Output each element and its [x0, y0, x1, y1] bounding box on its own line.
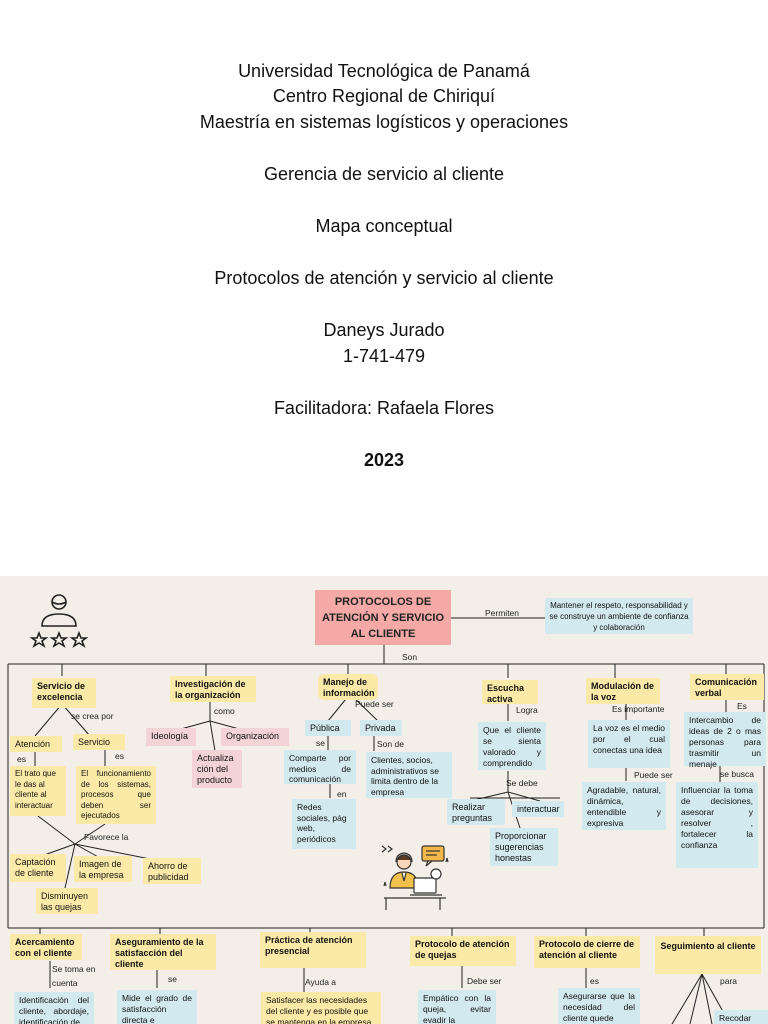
label-permiten: Permiten: [485, 608, 519, 618]
label-es-importante: Es importante: [612, 704, 664, 714]
label-logra: Logra: [516, 705, 538, 715]
atencion-description: El trato que le das al cliente al intera…: [10, 766, 66, 816]
node-recodar: Recodar: [714, 1010, 768, 1024]
node-redes-sociales: Redes sociales, pág web, periódicos: [292, 799, 356, 849]
label-debe-ser: Debe ser: [467, 976, 502, 986]
node-empatico-queja: Empático con la queja, evitar evadir la: [418, 990, 496, 1024]
node-manejo-informacion: Manejo de información: [318, 674, 378, 700]
node-actualizacion-producto: Actualiza ción del producto: [192, 750, 242, 788]
node-atencion-quejas: Protocolo de atención de quejas: [410, 936, 516, 966]
author-name: Daneys Jurado: [0, 319, 768, 341]
label-se-aseguramiento: se: [168, 974, 177, 984]
node-servicio: Servicio: [73, 734, 125, 750]
node-ideologia: Ideología: [146, 728, 196, 746]
label-se-toma-en-cuenta: Se toma en cuenta: [52, 962, 102, 990]
node-cualidades-voz: Agradable, natural, dinámica, entendible…: [582, 782, 666, 830]
label-puede-ser: Puede ser: [355, 699, 394, 709]
node-atencion: Atención: [10, 736, 62, 752]
node-practica-presencial: Práctica de atención presencial: [260, 932, 366, 968]
concept-map: PROTOCOLOS DE ATENCIÓN Y SERVICIO AL CLI…: [0, 576, 768, 1024]
label-puede-ser-modulacion: Puede ser: [634, 770, 673, 780]
node-realizar-preguntas: Realizar preguntas: [447, 799, 505, 825]
node-modulacion-voz: Modulación de la voz: [586, 678, 660, 704]
author-id: 1-741-479: [0, 345, 768, 367]
node-voz-medio: La voz es el medio por el cual conectas …: [588, 720, 670, 768]
node-influenciar-decisiones: Influenciar la toma de decisiones, aseso…: [676, 782, 758, 868]
label-en: en: [337, 789, 346, 799]
label-ayuda-a: Ayuda a: [305, 977, 336, 987]
label-son-de: Son de: [377, 739, 404, 749]
label-como: como: [214, 706, 235, 716]
program-name: Maestría en sistemas logísticos y operac…: [0, 111, 768, 133]
node-aseguramiento-satisfaccion: Aseguramiento de la satisfacción del cli…: [110, 934, 216, 970]
node-mide-satisfaccion: Mide el grado de satisfacción directa e: [117, 990, 197, 1024]
label-es-servicio: es: [115, 751, 124, 761]
facilitator: Facilitadora: Rafaela Flores: [0, 397, 768, 419]
node-intercambio-ideas: Intercambio de ideas de 2 o mas personas…: [684, 712, 766, 766]
node-imagen-empresa: Imagen de la empresa: [74, 856, 132, 882]
cover-page: Universidad Tecnológica de Panamá Centro…: [0, 0, 768, 576]
node-clientes-socios: Clientes, socios, administrativos se lim…: [366, 752, 452, 798]
label-son: Son: [402, 652, 417, 662]
node-seguimiento-cliente: Seguimiento al cliente: [655, 936, 761, 974]
node-interactuar: interactuar: [512, 801, 564, 817]
node-comunicacion-verbal: Comunicación verbal: [690, 674, 764, 700]
label-para: para: [720, 976, 737, 986]
work-type: Mapa conceptual: [0, 215, 768, 237]
node-servicio-excelencia: Servicio de excelencia: [32, 678, 96, 708]
node-ahorro-publicidad: Ahorro de publicidad: [143, 858, 201, 884]
node-comparte-medios: Comparte por medios de comunicación: [284, 750, 356, 784]
year: 2023: [0, 449, 768, 471]
node-organizacion: Organización: [221, 728, 289, 746]
label-se: se: [316, 738, 325, 748]
label-es-atencion: es: [17, 754, 26, 764]
node-cierre-atencion: Protocolo de cierre de atención al clien…: [534, 936, 640, 968]
label-se-debe: Se debe: [506, 778, 538, 788]
node-identificacion-cliente: Identificación del cliente, abordaje, id…: [14, 992, 94, 1024]
node-investigacion: Investigación de la organización: [170, 676, 256, 702]
label-es-cierre: es: [590, 976, 599, 986]
label-es-comunicacion: Es: [737, 701, 747, 711]
course-name: Gerencia de servicio al cliente: [0, 163, 768, 185]
node-asegurarse-necesidad: Asegurarse que la necesidad del cliente …: [558, 988, 640, 1024]
user-stars-icon: [28, 592, 92, 652]
university-name: Universidad Tecnológica de Panamá: [0, 60, 768, 82]
label-favorece-la: Favorece la: [84, 832, 128, 842]
permiten-box: Mantener el respeto, responsabilidad y s…: [545, 598, 693, 634]
node-privada: Privada: [360, 720, 402, 736]
regional-center: Centro Regional de Chiriquí: [0, 85, 768, 107]
node-escucha-activa: Escucha activa: [482, 680, 538, 704]
node-publica: Pública: [305, 720, 351, 736]
node-acercamiento-cliente: Acercamiento con el cliente: [10, 934, 82, 960]
node-satisfacer-necesidades: Satisfacer las necesidades del cliente y…: [261, 992, 381, 1024]
node-captacion-cliente: Captación de cliente: [10, 854, 66, 882]
node-proporcionar-sugerencias: Proporcionar sugerencias honestas: [490, 828, 558, 866]
support-agent-icon: [380, 840, 452, 912]
node-disminuyen-quejas: Disminuyen las quejas: [36, 888, 98, 914]
main-concept-box: PROTOCOLOS DE ATENCIÓN Y SERVICIO AL CLI…: [315, 590, 451, 645]
node-cliente-valorado: Que el cliente se sienta valorado y comp…: [478, 722, 546, 770]
label-se-busca: se busca: [720, 769, 754, 779]
topic-title: Protocolos de atención y servicio al cli…: [0, 267, 768, 289]
label-se-crea-por: se crea por: [71, 711, 114, 721]
servicio-description: El funcionamiento de los sistemas, proce…: [76, 766, 156, 824]
